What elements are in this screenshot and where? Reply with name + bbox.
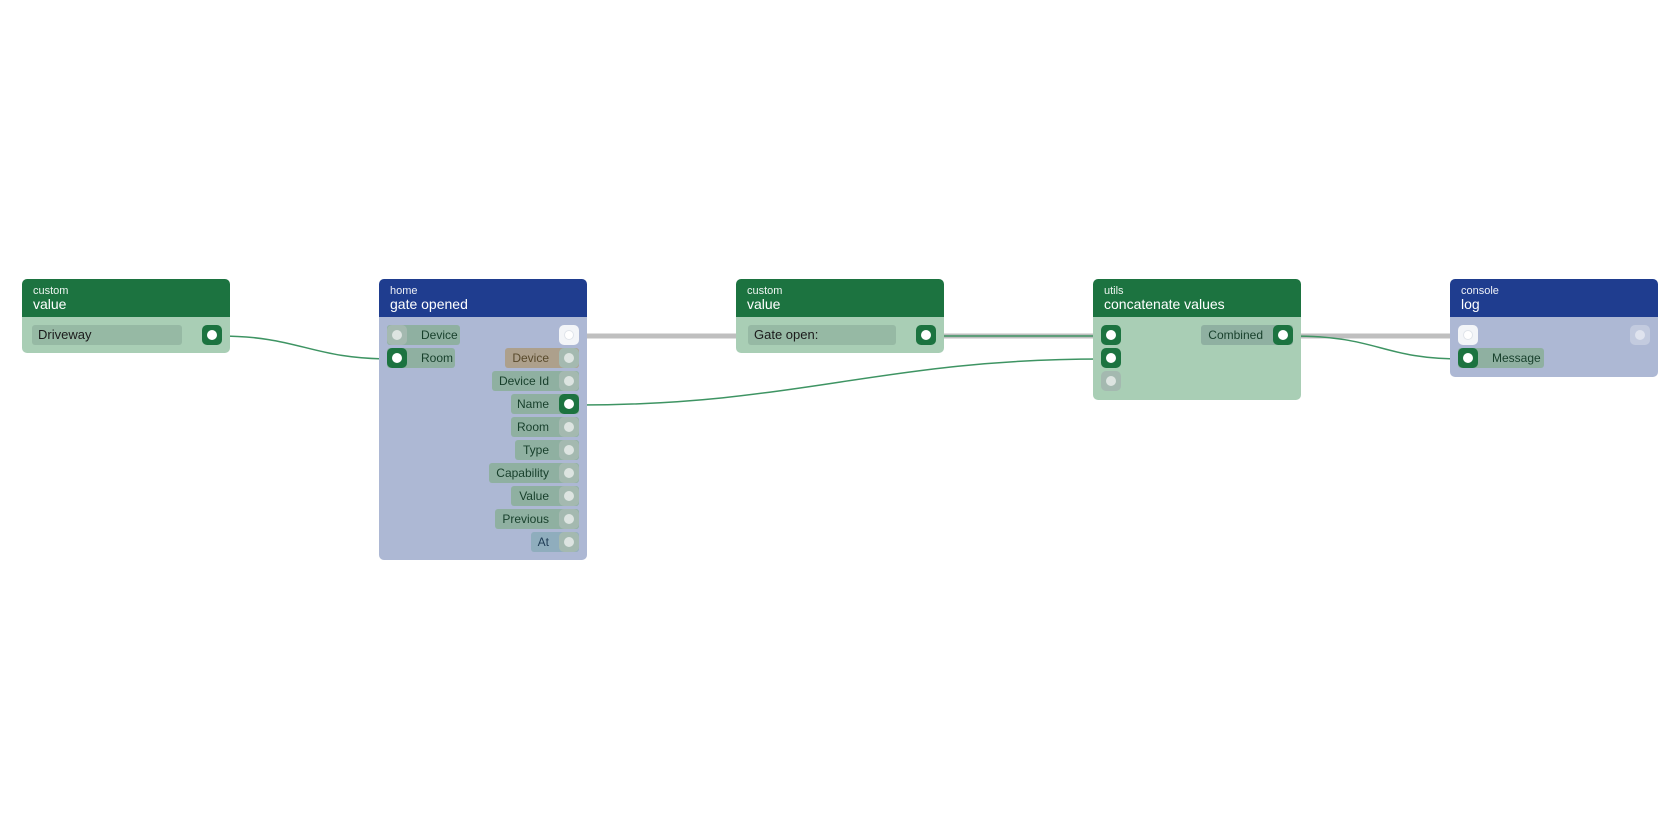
output-value-label: Value [519, 489, 549, 503]
node-home-gate-opened[interactable]: home gate opened Device Room Device Devi… [379, 279, 587, 560]
output-at-label: At [537, 535, 549, 549]
value-field[interactable]: Gate open: [748, 325, 896, 345]
input-room-port-icon[interactable] [387, 348, 407, 368]
exec-output-port-icon[interactable] [559, 325, 579, 345]
input-port-3-icon[interactable] [1101, 371, 1121, 391]
node-category: home [390, 285, 418, 297]
output-port-icon[interactable] [202, 325, 222, 345]
output-type-port-icon[interactable] [559, 440, 579, 460]
node-body: Combined [1093, 317, 1301, 400]
output-device-label: Device [512, 351, 549, 365]
node-category: utils [1104, 285, 1124, 297]
output-name-port-icon[interactable] [559, 394, 579, 414]
input-port-2-icon[interactable] [1101, 348, 1121, 368]
output-previous-port-icon[interactable] [559, 509, 579, 529]
output-at-port-icon[interactable] [559, 532, 579, 552]
node-category: custom [747, 285, 783, 297]
output-device-id-label: Device Id [498, 374, 549, 388]
node-custom-value-gate-open[interactable]: custom value Gate open: [736, 279, 944, 353]
node-body: Gate open: [736, 317, 944, 353]
output-room-port-icon[interactable] [559, 417, 579, 437]
output-port-icon[interactable] [916, 325, 936, 345]
output-combined: Combined [1201, 325, 1293, 345]
node-header[interactable]: custom value [736, 279, 944, 317]
output-capability: Capability [489, 463, 579, 483]
input-room-label: Room [421, 351, 454, 365]
input-device-label: Device [421, 328, 458, 342]
output-previous-label: Previous [502, 512, 549, 526]
output-room-label: Room [516, 420, 549, 434]
wire-name-to-concat-2 [578, 358, 1104, 406]
node-title: value [747, 296, 781, 312]
node-header[interactable]: home gate opened [379, 279, 587, 317]
node-custom-value-driveway[interactable]: custom value Driveway [22, 279, 230, 353]
output-capability-label: Capability [496, 466, 549, 480]
node-utils-concatenate-values[interactable]: utils concatenate values Combined [1093, 279, 1301, 400]
node-header[interactable]: console log [1450, 279, 1658, 317]
node-body: Driveway [22, 317, 230, 353]
node-body: Device Room Device Device Id Name Room T… [379, 317, 587, 560]
node-console-log[interactable]: console log Message [1450, 279, 1658, 377]
input-message-label: Message [1492, 351, 1541, 365]
input-message: Message [1458, 348, 1544, 368]
output-name-label: Name [516, 397, 549, 411]
output-previous: Previous [495, 509, 579, 529]
exec-output-port-icon[interactable] [1630, 325, 1650, 345]
node-title: value [33, 296, 67, 312]
node-header[interactable]: custom value [22, 279, 230, 317]
node-category: custom [33, 285, 69, 297]
output-type-label: Type [522, 443, 549, 457]
input-device-port-icon[interactable] [387, 325, 407, 345]
node-title: concatenate values [1104, 296, 1225, 312]
node-category: console [1461, 285, 1499, 297]
value-field[interactable]: Driveway [32, 325, 182, 345]
output-value-port-icon[interactable] [559, 486, 579, 506]
output-device-id: Device Id [492, 371, 579, 391]
node-title: gate opened [390, 296, 468, 312]
wire-driveway-to-room [218, 335, 393, 360]
wire-combined-to-message [1291, 335, 1464, 360]
output-combined-label: Combined [1208, 328, 1263, 342]
node-title: log [1461, 296, 1480, 312]
input-message-port-icon[interactable] [1458, 348, 1478, 368]
output-device-port-icon[interactable] [559, 348, 579, 368]
input-port-1-icon[interactable] [1101, 325, 1121, 345]
exec-input-port-icon[interactable] [1458, 325, 1478, 345]
node-body: Message [1450, 317, 1658, 377]
node-header[interactable]: utils concatenate values [1093, 279, 1301, 317]
output-combined-port-icon[interactable] [1273, 325, 1293, 345]
output-capability-port-icon[interactable] [559, 463, 579, 483]
output-device-id-port-icon[interactable] [559, 371, 579, 391]
